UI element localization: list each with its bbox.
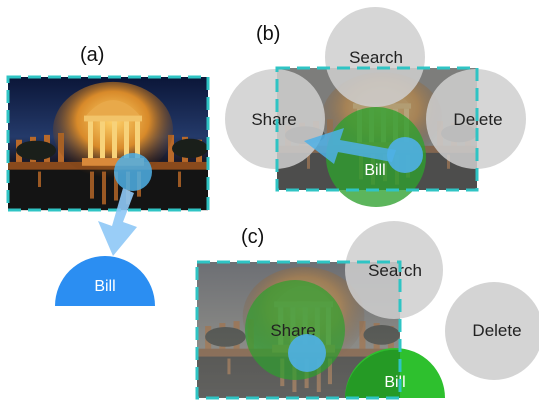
photo-b-frame [275, 66, 479, 192]
panel-b: (b) Search Share Delete Bill [225, 7, 526, 207]
bill-label-b: Bill [364, 162, 385, 179]
drag-arrow-a [98, 188, 137, 256]
panel-c: (c) Search Delete Share Bill [195, 221, 539, 400]
bill-label-c: Bill [384, 374, 405, 391]
panel-a-label: (a) [80, 44, 104, 66]
photo-a-frame [6, 75, 210, 212]
bill-target-a [55, 256, 155, 306]
photo-a [8, 77, 208, 211]
panel-b-label: (b) [256, 23, 280, 45]
panel-a: (a) Bill [6, 44, 210, 306]
delete-label-c: Delete [472, 321, 521, 340]
share-option-b [225, 69, 325, 169]
touch-point-a [114, 153, 152, 191]
touch-point-b [387, 137, 423, 173]
search-label-b: Search [349, 48, 403, 67]
search-label-c: Search [368, 261, 422, 280]
search-option-c [345, 221, 443, 319]
share-label-b: Share [251, 110, 296, 129]
search-option-b [325, 7, 425, 107]
delete-option-c [445, 282, 539, 380]
touch-point-c [288, 334, 326, 372]
panel-c-label: (c) [241, 226, 264, 248]
bill-label-a: Bill [94, 278, 115, 295]
photo-c-frame [195, 260, 402, 400]
drag-arrow-b [304, 128, 396, 164]
